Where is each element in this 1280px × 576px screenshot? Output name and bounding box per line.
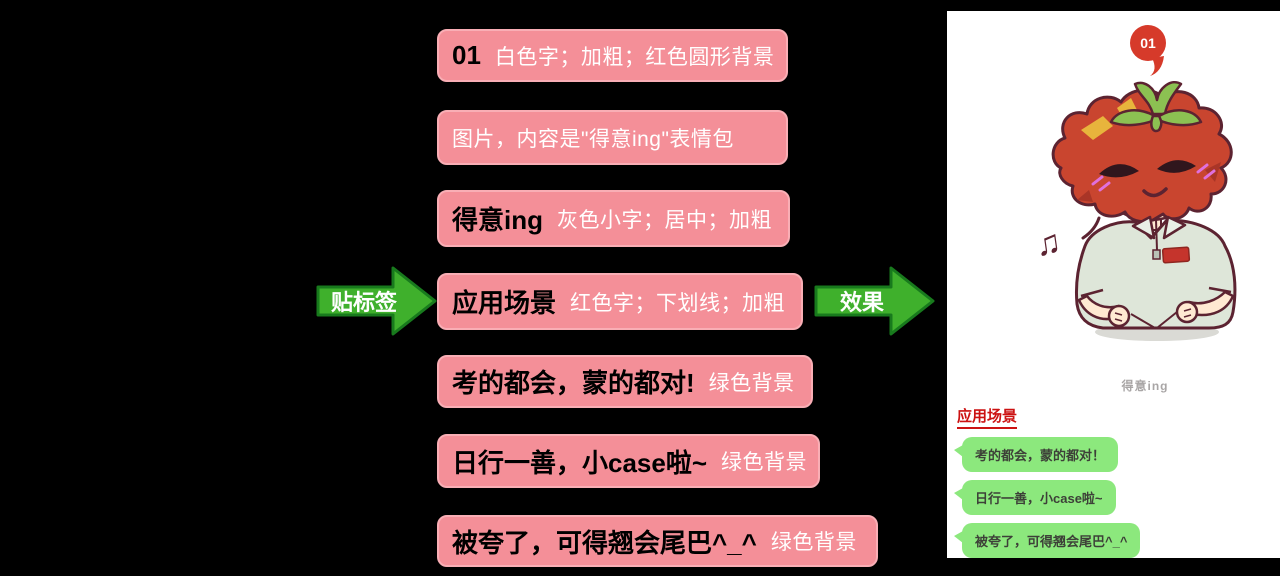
effect-step-arrow: 效果 xyxy=(814,264,936,338)
tomato-stem xyxy=(1109,81,1203,133)
chat-bubble: 日行一善，小case啦~ xyxy=(954,480,1116,515)
label-content: 被夸了，可得翘会尾巴^_^ xyxy=(452,527,757,558)
left-eye xyxy=(1099,164,1139,178)
label-content: 01 xyxy=(452,40,481,70)
section-heading: 应用场景 xyxy=(957,405,1018,429)
label-style-description: 白色字；加粗；红色圆形背景 xyxy=(494,45,775,69)
label-style-description: 绿色背景 xyxy=(708,371,795,395)
badge-number-text: 01 xyxy=(1140,35,1156,51)
hair-highlight xyxy=(1081,116,1113,140)
character-illustration: ♫ xyxy=(1033,81,1237,341)
label-box-bubble-1: 考的都会，蒙的都对! 绿色背景 xyxy=(437,355,813,408)
tag-step-label: 贴标签 xyxy=(330,290,397,315)
label-content: 应用场景 xyxy=(452,288,557,318)
chat-bubble: 被夸了，可得翘会尾巴^_^ xyxy=(953,523,1141,558)
knuckle-lines xyxy=(1114,308,1192,322)
collar xyxy=(1162,215,1187,240)
music-note-icon: ♫ xyxy=(1033,223,1064,264)
zipper-pull xyxy=(1152,249,1161,260)
right-arrow-icon xyxy=(814,266,935,336)
effect-step-label: 效果 xyxy=(839,290,884,315)
right-eye xyxy=(1157,160,1196,173)
label-box-image: 图片，内容是"得意ing"表情包 xyxy=(437,110,788,165)
right-hand xyxy=(1175,300,1199,324)
label-content: 得意ing xyxy=(452,205,543,235)
music-swoosh xyxy=(1081,216,1101,240)
blush-marks xyxy=(1091,163,1216,192)
hair-shade xyxy=(1077,190,1093,202)
collar xyxy=(1131,215,1156,240)
left-hand xyxy=(1107,304,1131,328)
chat-bubble: 考的都会，蒙的都对！ xyxy=(953,437,1119,472)
label-content: 日行一善，小case啦~ xyxy=(452,447,708,478)
label-style-description: 灰色小字；居中；加粗 xyxy=(557,208,772,232)
label-style-description: 绿色背景 xyxy=(770,531,857,554)
right-arrow-icon xyxy=(316,266,437,336)
sleeve-lines xyxy=(1080,286,1232,298)
collar-string xyxy=(1155,219,1158,251)
label-box-heading: 应用场景 红色字；下划线；加粗 xyxy=(437,273,803,330)
label-box-bubble-2: 日行一善，小case啦~ 绿色背景 xyxy=(437,434,820,488)
label-style-description: 红色字；下划线；加粗 xyxy=(570,291,786,315)
shirt-folds xyxy=(1130,311,1178,329)
label-box-bubble-3: 被夸了，可得翘会尾巴^_^ 绿色背景 xyxy=(437,515,878,567)
tag-step-arrow: 贴标签 xyxy=(316,264,438,338)
label-box-badge: 01 白色字；加粗；红色圆形背景 xyxy=(437,29,788,82)
number-badge: 01 xyxy=(1130,25,1166,76)
chest-badge xyxy=(1161,246,1191,264)
smile xyxy=(1142,187,1168,198)
label-style-description: 绿色背景 xyxy=(721,451,808,474)
image-caption: 得意ing xyxy=(1121,379,1169,393)
label-style-description: 图片，内容是"得意ing"表情包 xyxy=(452,127,734,151)
label-box-caption: 得意ing 灰色小字；居中；加粗 xyxy=(437,190,790,247)
label-content: 考的都会，蒙的都对! xyxy=(452,368,695,398)
